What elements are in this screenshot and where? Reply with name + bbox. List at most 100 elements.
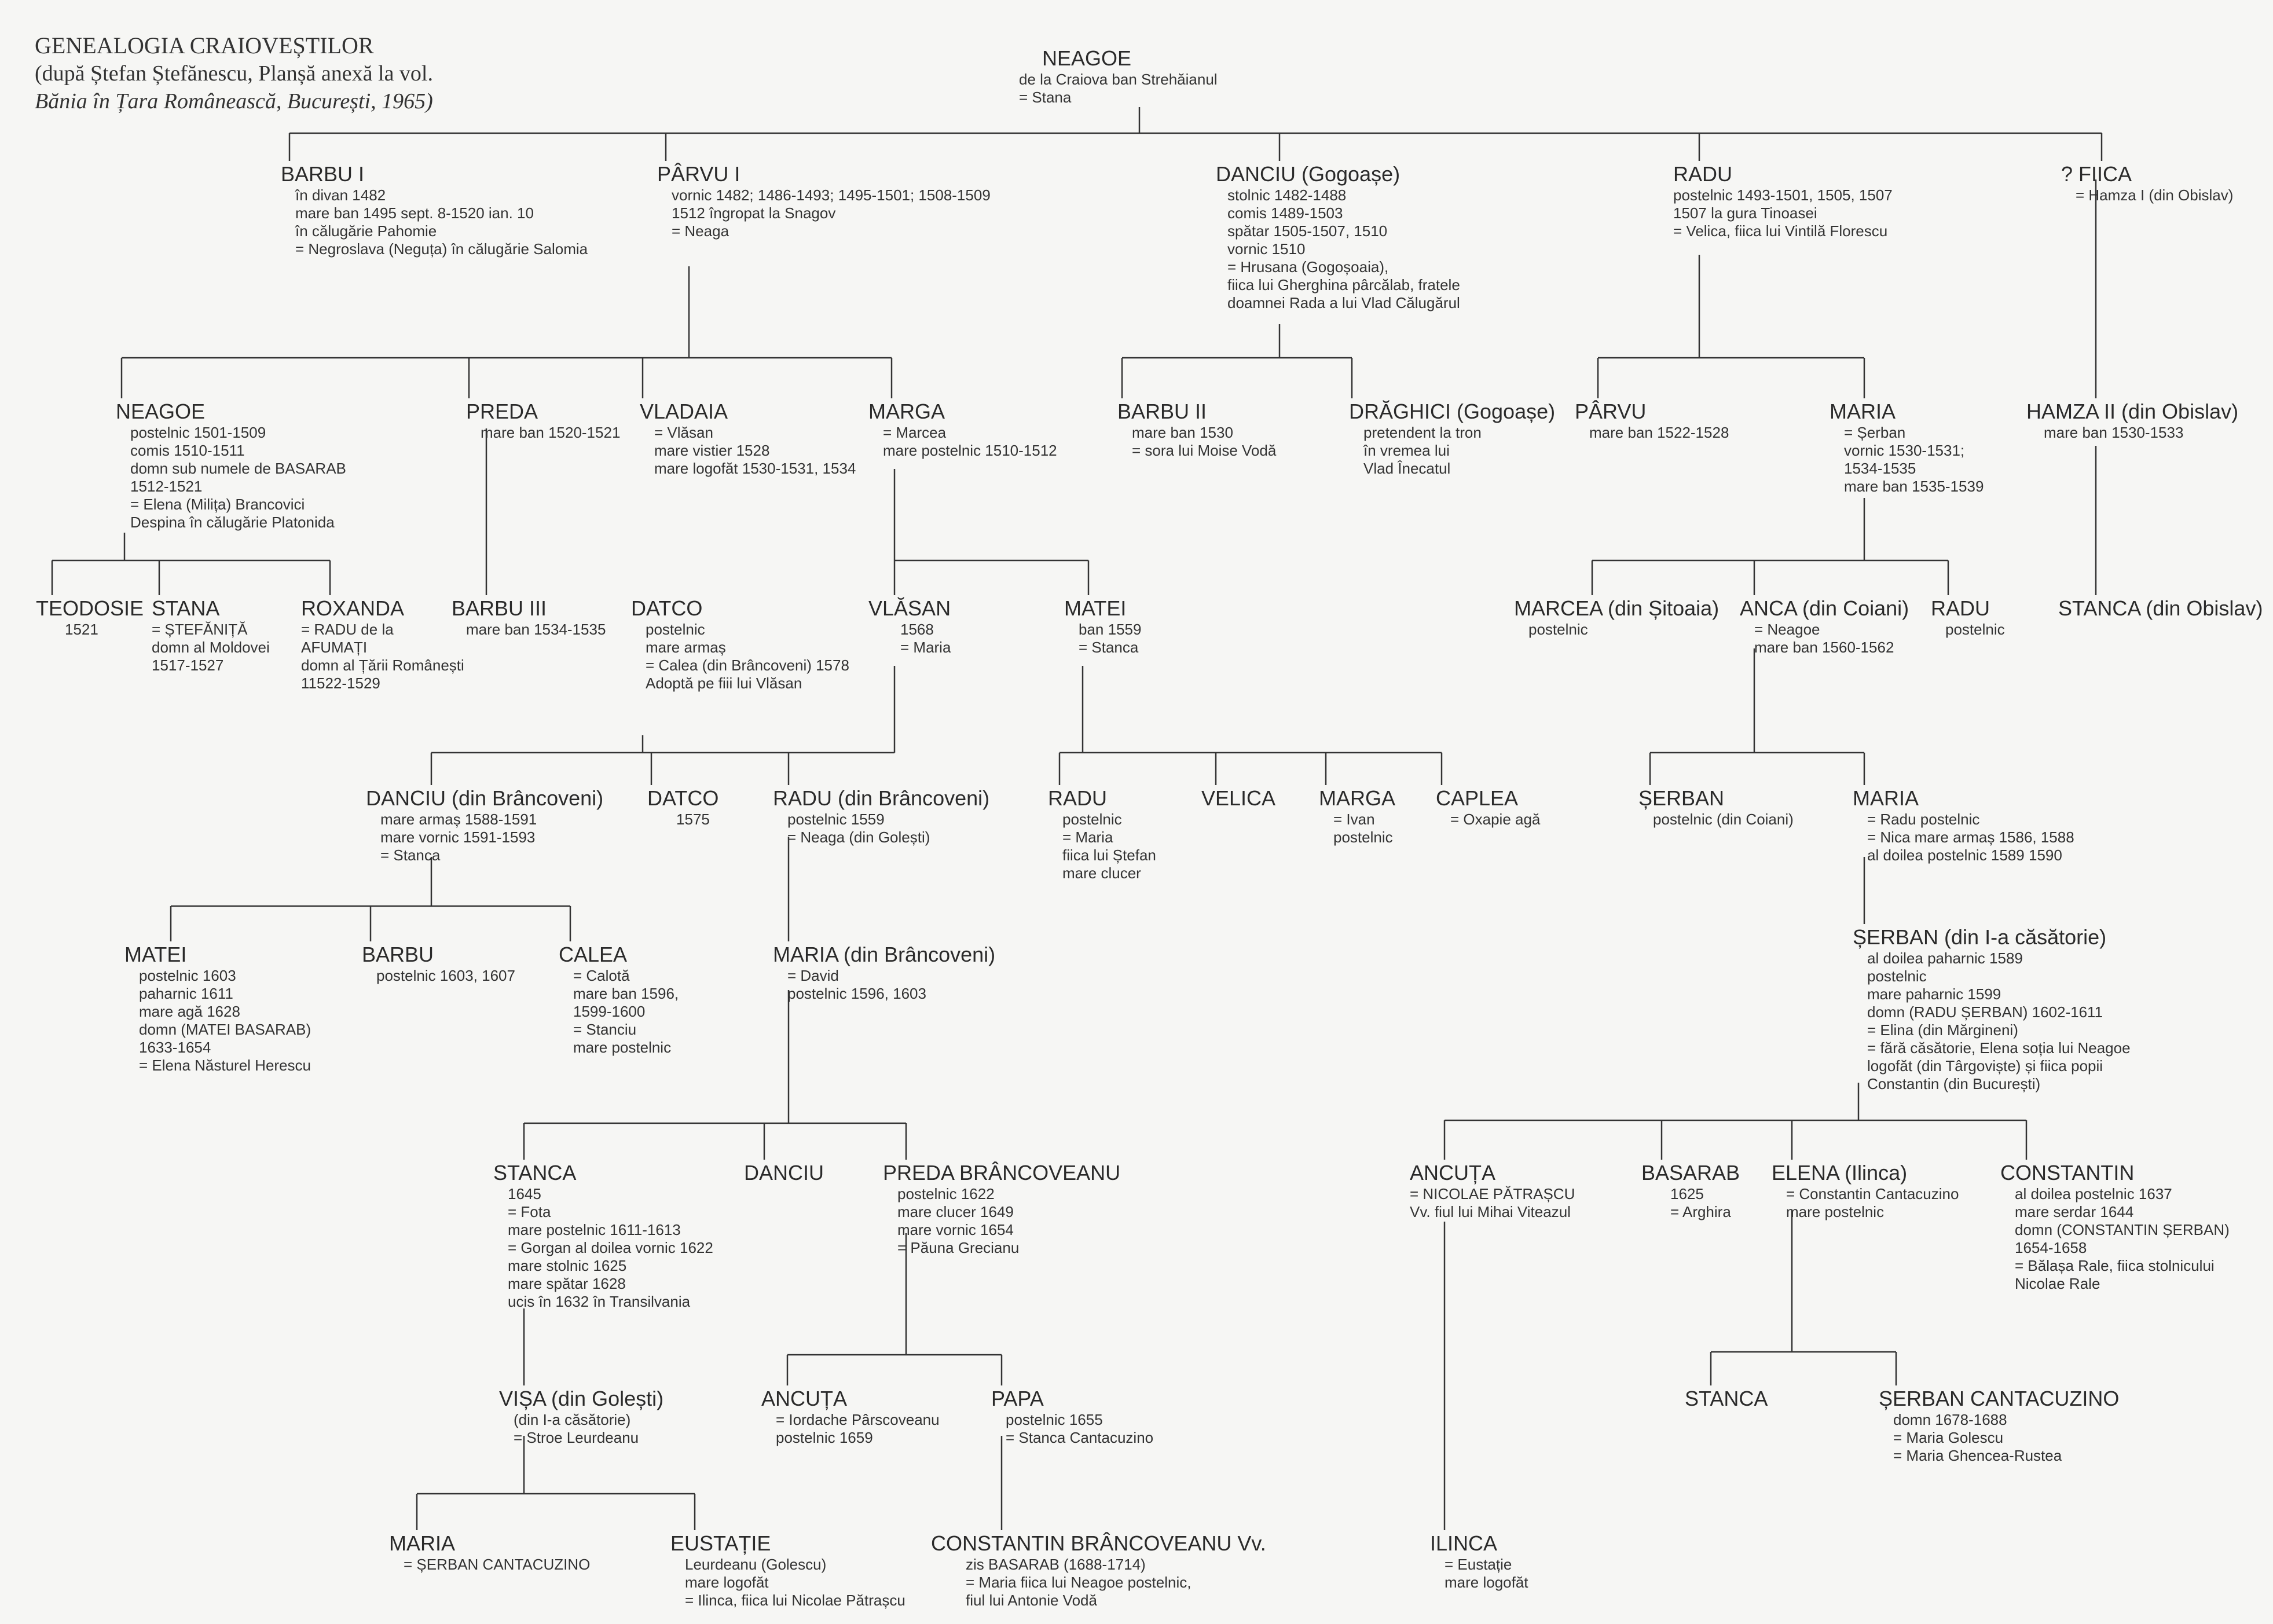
detail-line: = Iordache Pârscoveanu [776,1411,940,1428]
detail-line: logofăt (din Târgoviște) și fiica popii [1867,1057,2103,1075]
person-name: RADU (din Brâncoveni) [773,786,990,810]
detail-line: = Maria Golescu [1893,1429,2004,1446]
detail-line: = Negroslava (Neguța) în călugărie Salom… [295,240,588,258]
detail-line: mare ban 1522-1528 [1589,424,1729,441]
person-name: DANCIU [744,1161,824,1185]
detail-line: domn sub numele de BASARAB [130,460,346,477]
detail-line: = Neagoe [1754,621,1820,638]
person-name: DATCO [647,786,719,810]
detail-line: = Stanciu [573,1021,637,1038]
person-name: CALEA [559,943,628,966]
detail-line: = Radu postelnic [1867,811,1980,828]
person-name: NEAGOE [116,399,206,423]
detail-line: 1507 la gura Tinoasei [1673,204,1817,222]
person-maria-2: MARIA= Radu postelnic= Nica mare armaș 1… [1853,786,2074,864]
detail-line: mare ban 1596, [573,985,679,1002]
person-name: ȘERBAN CANTACUZINO [1879,1387,2120,1410]
person-name: VELICA [1201,786,1276,810]
detail-line: = Arghira [1670,1203,1731,1220]
detail-line: postelnic 1659 [776,1429,873,1446]
person-name: PREDA [466,399,538,423]
detail-line: = Elina (din Mărgineni) [1867,1021,2018,1039]
detail-line: = Maria fiica lui Neagoe postelnic, [966,1574,1192,1591]
detail-line: = Maria Ghencea-Rustea [1893,1447,2062,1464]
detail-line: postelnic 1655 [1006,1411,1103,1428]
detail-line: mare serdar 1644 [2015,1203,2134,1220]
person-velica: VELICA [1201,786,1275,811]
detail-line: zis BASARAB (1688-1714) [966,1556,1146,1573]
detail-line: postelnic [1945,621,2005,638]
detail-line: postelnic [1528,621,1588,638]
detail-line: = Maria [1062,829,1113,846]
person-name: TEODOSIE [36,596,144,620]
detail-line: = Oxapie agă [1450,811,1541,828]
person-details: vornic 1482; 1486-1493; 1495-1501; 1508-… [672,186,991,240]
detail-line: mare postelnic 1510-1512 [883,442,1057,459]
person-name: BARBU I [281,162,365,186]
person-constantin-brancoveanu: CONSTANTIN BRÂNCOVEANU Vv.zis BASARAB (1… [931,1531,1266,1610]
person-details: 1575 [676,811,718,829]
detail-line: = NICOLAE PĂTRAȘCU [1410,1185,1575,1203]
detail-line: = Eustație [1445,1556,1512,1573]
detail-line: = Maria [900,639,951,656]
detail-line: 1517-1527 [152,657,224,674]
chart-title: GENEALOGIA CRAIOVEȘTILOR (după Ștefan Șt… [35,32,433,115]
person-marcea: MARCEA (din Șitoaia)postelnic [1514,596,1719,639]
detail-line: Vv. fiul lui Mihai Viteazul [1410,1203,1571,1220]
person-details: mare ban 1530= sora lui Moise Vodă [1132,424,1276,460]
person-details: 1568= Maria [900,621,951,657]
detail-line: = Calea (din Brâncoveni) 1578 [646,657,849,674]
detail-line: = Hamza I (din Obislav) [2076,186,2234,204]
person-details: mare ban 1534-1535 [466,621,606,639]
detail-line: = Șerban [1844,424,1906,441]
person-visa: VIȘA (din Golești)(din I-a căsătorie)= S… [499,1387,663,1447]
detail-line: vornic 1510 [1227,240,1306,258]
person-name: ȘERBAN (din I-a căsătorie) [1853,925,2107,949]
person-details: 1521 [65,621,144,639]
person-name: MARCEA (din Șitoaia) [1514,596,1720,620]
person-name: BARBU III [452,596,547,620]
detail-line: 1599-1600 [573,1003,646,1020]
person-details: de la Craiova ban Strehăianul= Stana [1019,71,1218,107]
person-details: ban 1559= Stanca [1079,621,1141,657]
detail-line: spătar 1505-1507, 1510 [1227,222,1388,240]
detail-line: domn al Țării Românești [301,657,464,674]
detail-line: Adoptă pe fiii lui Vlăsan [646,674,802,692]
detail-line: Constantin (din București) [1867,1075,2041,1093]
detail-line: mare armaș 1588-1591 [380,811,537,828]
detail-line: al doilea paharnic 1589 [1867,950,2023,967]
detail-line: AFUMAȚI [301,639,368,656]
person-details: mare ban 1520-1521 [481,424,620,442]
detail-line: mare paharnic 1599 [1867,985,2001,1003]
detail-line: = Gorgan al doilea vornic 1622 [508,1239,713,1256]
detail-line: mare logofăt 1530-1531, 1534 [654,460,856,477]
person-name: ILINCA [1430,1531,1498,1555]
detail-line: mare agă 1628 [139,1003,240,1020]
detail-line: postelnic 1622 [897,1185,995,1203]
detail-line: = Stanca [1079,639,1139,656]
person-name: ROXANDA [301,596,405,620]
detail-line: 1625 [1670,1185,1704,1203]
detail-line: postelnic (din Coiani) [1653,811,1794,828]
person-name: PÂRVU I [657,162,740,186]
person-name: DRĂGHICI (Gogoașe) [1349,399,1556,423]
person-name: CAPLEA [1436,786,1519,810]
